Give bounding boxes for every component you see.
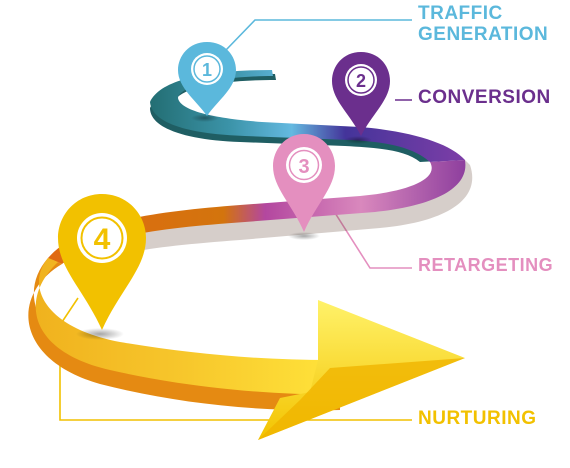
pin-4-number: 4 — [94, 223, 111, 256]
road-top-band — [150, 70, 465, 162]
label-traffic-generation: TRAFFIC GENERATION — [418, 3, 548, 46]
leader-line-retargeting — [329, 204, 412, 269]
leader-line-nurturing — [59, 297, 412, 421]
leader-line-traffic — [225, 19, 412, 51]
label-conversion: CONVERSION — [418, 87, 551, 108]
road-middle-band — [60, 160, 473, 268]
pin-1-number: 1 — [202, 60, 212, 80]
road-bottom-band — [28, 258, 340, 411]
pin-4-nurturing: 4 — [58, 194, 146, 330]
label-nurturing-line-1: NURTURING — [418, 408, 537, 429]
label-conversion-line-1: CONVERSION — [418, 87, 551, 108]
label-nurturing: NURTURING — [418, 408, 537, 429]
pin-1-traffic-generation: 1 — [178, 42, 236, 116]
pin-3-retargeting: 3 — [273, 134, 335, 232]
arrow-right-icon-shade — [258, 358, 465, 440]
road-bottom-top — [35, 258, 336, 395]
label-traffic-line-2: GENERATION — [418, 24, 549, 46]
pin-2-conversion: 2 — [332, 52, 390, 136]
label-retargeting: RETARGETING — [418, 255, 553, 275]
label-traffic-line-1: TRAFFIC — [418, 3, 503, 24]
leader-lines — [59, 19, 412, 421]
pin-2-number: 2 — [356, 71, 366, 91]
road-middle-top — [48, 160, 466, 264]
label-retargeting-line-1: RETARGETING — [418, 255, 554, 275]
pin-3-number: 3 — [298, 156, 309, 178]
